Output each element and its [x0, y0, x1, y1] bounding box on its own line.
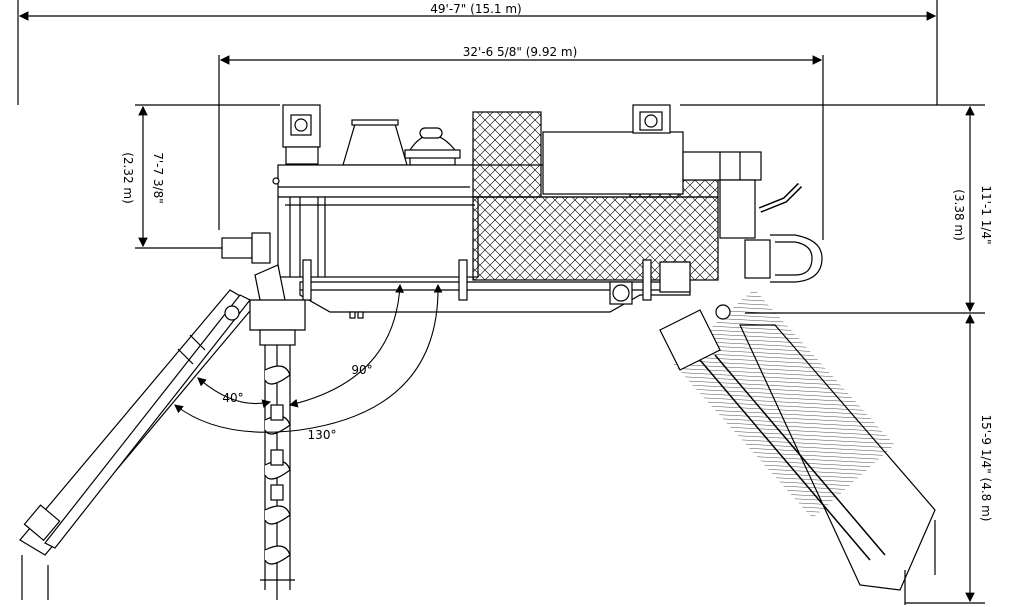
- left-boom: [19, 264, 286, 600]
- vertical-auger: [249, 299, 306, 600]
- angle-40-label: 40°: [222, 391, 243, 405]
- body-height-label: 7'-7 3/8": [151, 152, 165, 204]
- boom-height-label: 15'-9 1/4" (4.8 m): [979, 415, 993, 522]
- overall-length-label: 49'-7" (15.1 m): [430, 2, 521, 16]
- machine-body: [221, 104, 823, 319]
- body-length-label: 32'-6 5/8" (9.92 m): [463, 45, 578, 59]
- angle-90-label: 90°: [351, 363, 372, 377]
- overall-height-label: 11'-1 1/4": [979, 185, 993, 244]
- body-height-metric-label: (2.32 m): [121, 152, 135, 204]
- dimension-lines: [17, 0, 985, 604]
- angle-arcs: [174, 283, 443, 433]
- right-boom: [659, 261, 936, 605]
- angle-130-label: 130°: [308, 428, 337, 442]
- overall-height-metric-label: (3.38 m): [952, 189, 966, 241]
